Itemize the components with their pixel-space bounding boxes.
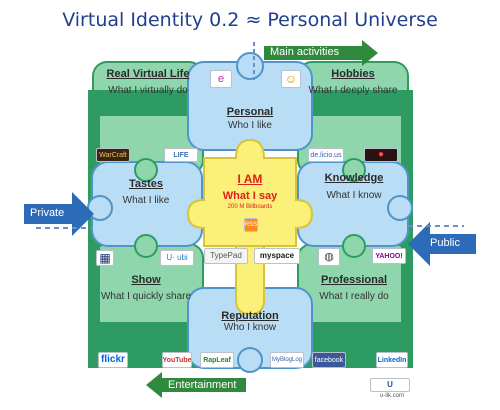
show-sub: What I quickly share [100,291,192,302]
tastes-title: Tastes [128,178,164,190]
hobbies-sub: What I deeply share [308,85,398,96]
facebook-logo: facebook [312,352,346,368]
knob-green-bl [134,234,158,258]
smiley-logo-icon: ☺ [281,70,301,88]
knob-green-br [342,234,366,258]
public-arrow [408,222,476,266]
second-life-logo: LIFE [164,148,198,162]
ulife-logo: U [370,378,410,392]
rapleaf-logo: RapLeaf [200,352,234,368]
mybloglog-logo: MyBlogLog [270,352,304,368]
main-activities-arrow [264,40,378,66]
real-virtual-life-sub: What I virtually do [108,85,188,96]
knowledge-sub: What I know [326,190,382,201]
ubi-logo: U· ubi [160,250,194,266]
main-activities-label: Main activities [270,46,340,58]
show-title: Show [131,274,161,286]
entertainment-label: Entertainment [168,379,237,391]
typepad-logo: TypePad [204,248,248,264]
i-am-note: 200 M Billboards [227,204,273,210]
knob-green-tl [134,158,158,182]
myspace-logo: myspace [254,248,300,264]
knob-green-tr [342,158,366,182]
tastes-sub: What I like [122,195,170,206]
knob-right [387,195,413,221]
delicious-logo: de.licio.us [308,148,344,162]
entertainment-arrow [146,372,246,398]
personal-sub: Who I like [228,120,272,131]
rss-icon: RSS [244,218,258,232]
linkedin-logo: LinkedIn [376,352,408,368]
knob-top [236,52,264,80]
hobbies-title: Hobbies [331,68,375,80]
yahoo-logo: YAHOO! [372,248,406,264]
flickr-logo: flickr [98,352,128,368]
youtube-logo: YouTube [162,352,192,368]
globe-logo-icon: ◍ [318,248,340,266]
real-virtual-life-title: Real Virtual Life [106,68,190,80]
knowledge-title: Knowledge [324,172,384,184]
public-label: Public [430,237,460,249]
piece-i-am [186,138,314,264]
professional-sub: What I really do [319,291,389,302]
private-label: Private [30,207,65,219]
private-arrow [24,192,94,236]
professional-title: Professional [320,274,388,286]
i-am-title: I AM [237,172,263,186]
checker-logo-icon: ▦ [96,250,114,266]
i-am-sub: What I say [222,190,278,202]
page-title: Virtual Identity 0.2 ≈ Personal Universe [62,9,438,31]
personal-title: Personal [226,106,274,118]
warcraft-logo: WarCraft [96,148,130,162]
footer-url: u-lik.com [379,393,404,399]
red-badge-icon: ● [364,148,398,162]
reputation-title: Reputation [221,310,279,322]
reputation-sub: Who I know [223,322,277,333]
e-logo-icon: e [210,70,232,88]
knob-bottom [237,347,263,373]
